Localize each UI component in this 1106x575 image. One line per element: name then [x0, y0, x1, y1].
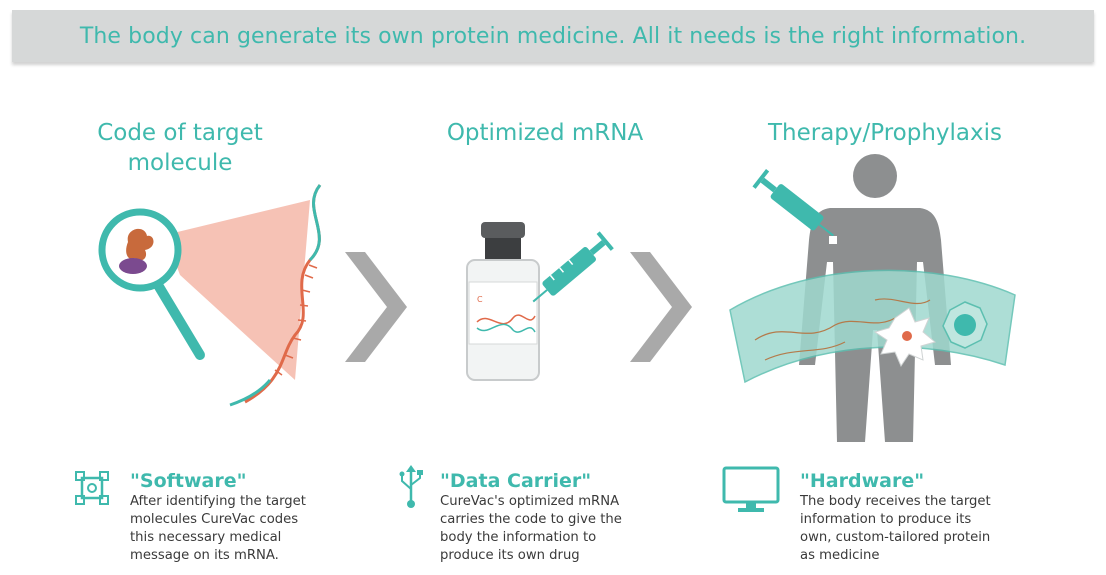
protein-particle [902, 331, 912, 341]
magnifier-beam [165, 200, 310, 380]
tissue-fiber [754, 317, 896, 341]
banner-text: The body can generate its own protein me… [79, 23, 1027, 49]
caption-line: own, custom-tailored protein [800, 530, 991, 545]
caption-body-hardware: The body receives the target information… [800, 493, 1040, 565]
syringe-icon [752, 169, 834, 237]
caption-line: body the information to [440, 530, 597, 545]
body-therapy-illustration [729, 154, 1016, 442]
vial-label [468, 281, 538, 345]
protein-base [119, 258, 147, 274]
caption-line: After identifying the target [130, 494, 306, 509]
header-banner: The body can generate its own protein me… [12, 10, 1094, 62]
vial-label-strand-2 [476, 323, 536, 333]
caption-body-software: After identifying the target molecules C… [130, 493, 370, 565]
mrna-strand-top [308, 184, 322, 262]
magnifier-handle [150, 275, 205, 360]
caption-line: CureVac's optimized mRNA [440, 494, 620, 509]
caption-line: message on its mRNA. [130, 548, 279, 563]
chevron-right-icon [345, 252, 407, 362]
title-therapy-prophylaxis: Therapy/Prophylaxis [735, 118, 1035, 148]
monitor-icon [722, 466, 780, 512]
vial-syringe-illustration: C [466, 222, 614, 381]
mrna-strand-bottom [229, 379, 272, 407]
caption-body-data-carrier: CureVac's optimized mRNA carries the cod… [440, 493, 680, 565]
syringe-icon [532, 231, 614, 303]
caption-line: this necessary medical [130, 530, 282, 545]
title-line: Therapy/Prophylaxis [767, 120, 1003, 146]
vial-label-strand [476, 314, 536, 325]
caption-heading-data-carrier: "Data Carrier" [440, 470, 592, 492]
vial-logo: C [477, 295, 483, 304]
usb-icon [399, 465, 423, 508]
caption-line: The body receives the target [800, 494, 991, 509]
vial-cap [481, 222, 525, 238]
tissue-band [729, 269, 1016, 384]
network-node-icon [75, 471, 109, 505]
title-code-of-target-molecule: Code of target molecule [60, 118, 300, 178]
title-line: molecule [127, 150, 233, 176]
caption-line: carries the code to give the [440, 512, 622, 527]
caption-line: as medicine [800, 548, 880, 563]
caption-heading-hardware: "Hardware" [800, 470, 925, 492]
injection-site [829, 236, 837, 244]
magnifier-mrna-illustration [98, 184, 322, 407]
title-optimized-mrna: Optimized mRNA [420, 118, 670, 148]
caption-line: molecules CureVac codes [130, 512, 299, 527]
mrna-bases [274, 264, 318, 376]
caption-line: information to produce its [800, 512, 972, 527]
vial-neck [485, 238, 521, 260]
title-line: Optimized mRNA [446, 120, 644, 146]
tissue-fiber [764, 341, 846, 361]
chevron-right-icon [630, 252, 692, 362]
caption-heading-software: "Software" [130, 470, 247, 492]
target-cell-nucleus [954, 314, 976, 336]
title-line: Code of target [97, 120, 263, 146]
protein-molecule [126, 228, 154, 261]
tissue-fiber [874, 298, 931, 305]
caption-line: produce its own drug [440, 548, 580, 563]
